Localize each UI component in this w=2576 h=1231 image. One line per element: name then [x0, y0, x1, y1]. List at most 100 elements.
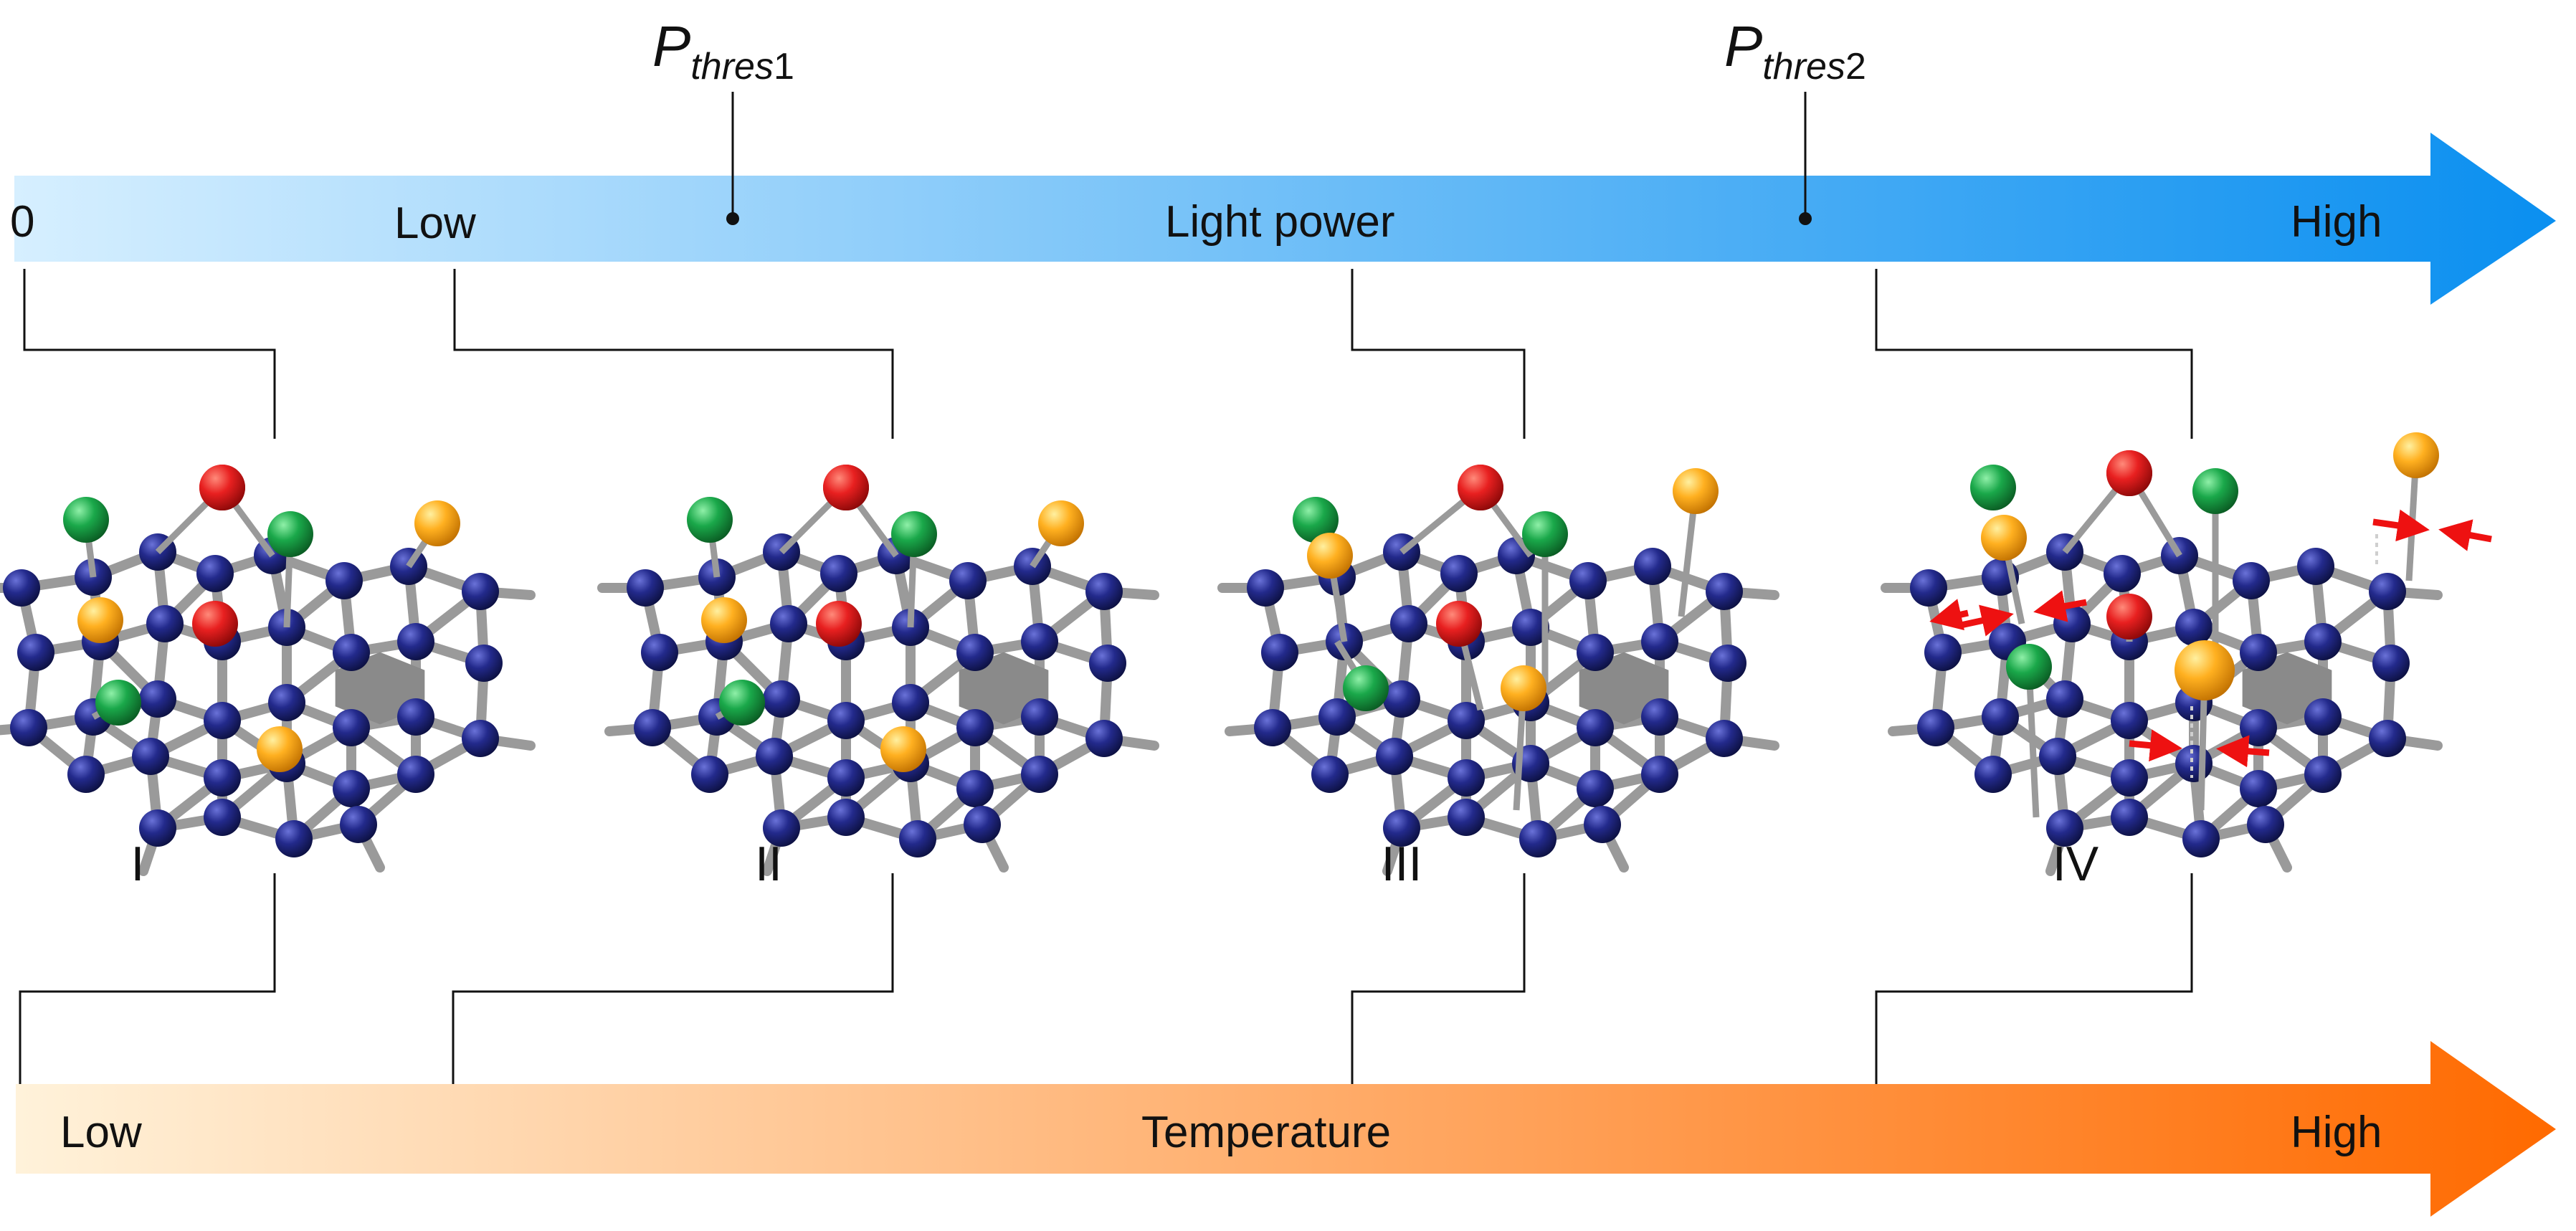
- carbon-atom: [1519, 820, 1556, 857]
- orange-atom: [701, 597, 747, 643]
- carbon-atom: [827, 799, 865, 836]
- carbon-atom: [397, 756, 434, 793]
- carbon-atom: [1440, 555, 1478, 592]
- carbon-atom: [634, 709, 671, 746]
- carbon-atom: [1706, 573, 1743, 610]
- carbon-atom: [2304, 756, 2342, 793]
- carbon-atom: [627, 569, 664, 607]
- carbon-atom: [1390, 605, 1427, 642]
- carbon-atom: [763, 809, 800, 847]
- carbon-atom: [2039, 738, 2076, 775]
- threshold-1-label: Pthres1: [652, 14, 794, 87]
- adsorbate-bond: [2025, 666, 2040, 818]
- red-atom: [192, 601, 238, 647]
- lattice-bonds: [597, 547, 1159, 876]
- threshold-2-label: Pthres2: [1724, 14, 1866, 87]
- carbon-atom: [1709, 645, 1746, 682]
- carbon-atom: [763, 680, 800, 718]
- threshold-1-index: 1: [774, 46, 794, 87]
- connector-bottom-3: [1351, 873, 1526, 1084]
- carbon-atom: [1383, 809, 1420, 847]
- carbon-atom: [333, 634, 370, 671]
- green-atom: [63, 497, 109, 543]
- carbon-atom: [1311, 756, 1349, 793]
- carbon-atom: [1706, 720, 1743, 757]
- light-arrow-body: [14, 133, 2556, 305]
- carbon-atom: [770, 605, 807, 642]
- green-atom: [1293, 497, 1339, 543]
- green-atom: [891, 511, 937, 557]
- lattice-bonds: [1881, 547, 2443, 876]
- temperature-arrow: Low Temperature High: [16, 1041, 2556, 1217]
- carbon-atom: [1448, 702, 1485, 739]
- carbon-atom: [1577, 709, 1614, 746]
- light-high-label: High: [2291, 197, 2382, 247]
- threshold-2: Pthres2: [1724, 14, 1866, 225]
- threshold-2-dot: [1799, 212, 1812, 225]
- carbon-atoms: [1910, 533, 2410, 857]
- carbon-atom: [1584, 806, 1621, 843]
- carbon-atom: [1247, 569, 1284, 607]
- orange-atom: [2393, 432, 2439, 478]
- carbon-atom: [2175, 745, 2213, 782]
- carbon-atom: [146, 605, 184, 642]
- carbon-atom: [1512, 609, 1549, 646]
- orange-atom: [257, 726, 303, 772]
- carbon-atom: [1085, 573, 1123, 610]
- carbon-atom: [2175, 609, 2213, 646]
- connector-top-1: [23, 269, 276, 439]
- connector-top-2: [453, 269, 894, 439]
- carbon-atoms: [3, 533, 503, 857]
- carbon-atom: [2053, 605, 2091, 642]
- carbon-atom: [1982, 698, 2019, 736]
- carbon-atom: [956, 634, 994, 671]
- carbon-atom: [17, 634, 54, 671]
- carbon-atom: [2247, 806, 2284, 843]
- carbon-atom: [139, 680, 176, 718]
- carbon-atom: [1376, 738, 1413, 775]
- carbon-atom: [2182, 820, 2220, 857]
- stage-label-IV: IV: [2053, 837, 2099, 891]
- carbon-atom: [2369, 720, 2406, 757]
- temperature-arrow-body: [16, 1041, 2556, 1217]
- carbon-atom: [2111, 759, 2148, 797]
- red-atom: [1436, 601, 1482, 647]
- carbon-atom: [2046, 809, 2083, 847]
- green-atom: [267, 511, 313, 557]
- carbon-atom: [2240, 770, 2277, 807]
- threshold-1-subscript: thres: [690, 46, 774, 87]
- connector-bottom-1: [19, 873, 276, 1084]
- carbon-atom: [641, 634, 678, 671]
- orange-atom: [1981, 515, 2027, 561]
- green-atom: [687, 497, 733, 543]
- carbon-atom: [132, 738, 169, 775]
- carbon-atom: [268, 684, 305, 721]
- carbon-atom: [3, 569, 40, 607]
- temperature-high-label: High: [2291, 1108, 2382, 1157]
- strain-arrow: [2129, 729, 2182, 762]
- carbon-atom: [204, 759, 241, 797]
- carbon-atom: [1021, 623, 1058, 660]
- threshold-1-symbol: P: [652, 14, 690, 78]
- stage-IV-structure: [1881, 432, 2492, 876]
- carbon-atom: [964, 806, 1001, 843]
- carbon-atom: [2046, 680, 2083, 718]
- orange-atom: [77, 597, 123, 643]
- carbon-atom: [462, 573, 499, 610]
- carbon-atom: [1641, 623, 1678, 660]
- carbon-atom: [1577, 634, 1614, 671]
- carbon-atom: [1641, 698, 1678, 736]
- carbon-atom: [1569, 562, 1607, 599]
- carbon-atom: [333, 709, 370, 746]
- carbon-atom: [139, 809, 176, 847]
- carbon-atoms: [1247, 533, 1746, 857]
- stage-label-I: I: [131, 837, 145, 891]
- threshold-1: Pthres1: [652, 14, 794, 225]
- carbon-atom: [1383, 680, 1420, 718]
- stage-II-structure: [597, 465, 1159, 876]
- carbon-atom: [67, 756, 105, 793]
- carbon-atom: [1910, 569, 1947, 607]
- carbon-atom: [397, 698, 434, 736]
- green-atom: [1970, 465, 2016, 510]
- carbon-atom: [1974, 756, 2012, 793]
